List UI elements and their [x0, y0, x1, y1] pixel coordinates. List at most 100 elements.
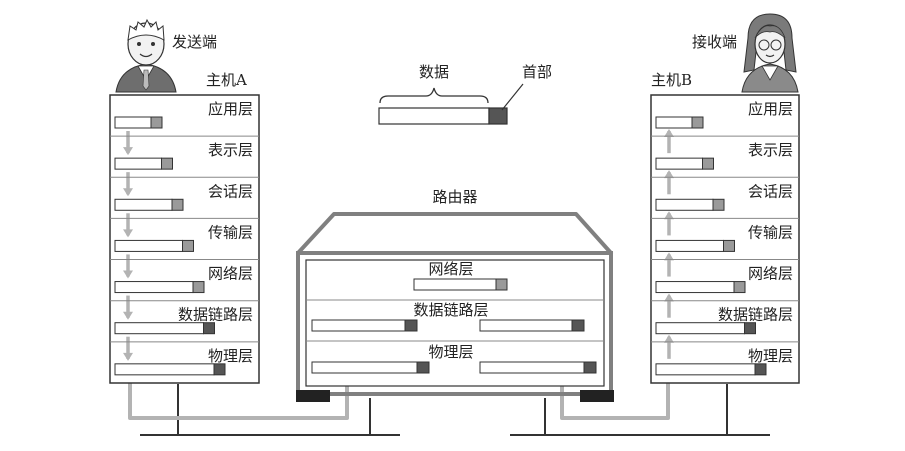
host-a-layer-presentation: 表示层: [208, 141, 253, 159]
host-b-layer-transport: 传输层: [748, 223, 793, 241]
arrowhead-icon: [664, 211, 674, 220]
host-b-packet-bar: [655, 281, 735, 294]
router-port-left: [296, 390, 330, 402]
arrowhead-icon: [664, 170, 674, 179]
host-a-layer-physical: 物理层: [208, 347, 253, 365]
router-physical-header-right: [583, 361, 597, 374]
router-physical-bar-right: [479, 361, 585, 374]
host-a-packet-header: [150, 116, 163, 129]
host-a-stack: [109, 94, 260, 384]
host-b-packet-header: [702, 157, 714, 170]
host-a-packet-bar: [114, 363, 215, 376]
host-a-packet-header: [161, 157, 173, 170]
router-body: [296, 251, 613, 396]
host-b-packet-header: [712, 198, 725, 211]
host-a-packet-header: [203, 322, 215, 335]
host-a-packet-header: [182, 239, 194, 252]
host-a-packet-bar: [114, 157, 162, 170]
router-layer-network: 网络层: [428, 260, 473, 278]
arrowhead-icon: [123, 311, 133, 320]
flow-a-to-router: [128, 375, 349, 420]
host-b-packet-bar: [655, 363, 756, 376]
arrowhead-icon: [123, 270, 133, 279]
router-datalink-bar-left: [311, 319, 406, 332]
legend-data-bar: [378, 107, 490, 125]
receiver-label: 接收端: [692, 33, 737, 51]
header-pointer: [501, 83, 524, 111]
host-a-packet-header: [171, 198, 184, 211]
host-b-layer-session: 会话层: [748, 182, 793, 200]
receiver-glasses: [770, 39, 782, 51]
host-b-packet-bar: [655, 198, 714, 211]
host-b-layer-presentation: 表示层: [748, 141, 793, 159]
host-a-layer-application: 应用层: [208, 100, 253, 118]
host-b-packet-header: [733, 281, 746, 294]
host-b-layer-network: 网络层: [748, 265, 793, 283]
router-datalink-bar-right: [479, 319, 573, 332]
sender-mouth: [139, 53, 153, 58]
data-brace: [379, 87, 489, 104]
host-a-label: 主机A: [206, 71, 247, 89]
router-physical-header-left: [416, 361, 430, 374]
host-a-packet-header: [192, 281, 205, 294]
host-b-layer-application: 应用层: [748, 100, 793, 118]
arrowhead-icon: [123, 147, 133, 156]
host-a-layer-network: 网络层: [208, 265, 253, 283]
host-b-packet-bar: [655, 239, 724, 252]
network-lines: [140, 384, 770, 436]
host-a-packet-header: [213, 363, 226, 376]
router-layer-datalink: 数据链路层: [413, 301, 488, 319]
legend-header-label: 首部: [522, 63, 552, 81]
router-title: 路由器: [432, 188, 477, 206]
host-a-packet-bar: [114, 116, 152, 129]
arrowhead-icon: [123, 352, 133, 361]
host-b-label: 主机B: [651, 71, 692, 89]
receiver-collar: [761, 65, 779, 81]
host-b-packet-header: [754, 363, 767, 376]
router-layer-physical: 物理层: [428, 343, 473, 361]
sender-eye: [151, 42, 155, 46]
arrowhead-icon: [664, 129, 674, 137]
legend: [378, 83, 524, 125]
host-a-packet-bar: [114, 322, 204, 335]
arrowhead-icon: [123, 188, 133, 197]
host-a-layer-transport: 传输层: [208, 223, 253, 241]
receiver-head: [754, 24, 786, 64]
host-a-packet-bar: [114, 281, 194, 294]
receiver-person-icon: [741, 13, 799, 93]
sender-label: 发送端: [172, 33, 217, 51]
receiver-mouth: [765, 54, 775, 58]
host-b-stack: [650, 94, 800, 384]
router-roof: [296, 212, 613, 255]
router-port-right: [580, 390, 614, 402]
sender-person-icon: [115, 18, 177, 93]
receiver-glasses: [758, 39, 770, 51]
host-b-packet-bar: [655, 322, 745, 335]
host-b-layer-physical: 物理层: [748, 347, 793, 365]
host-b-packet-header: [723, 239, 735, 252]
router-physical-bar-left: [311, 361, 418, 374]
sender-hair: [127, 18, 165, 41]
host-b-packet-bar: [655, 116, 693, 129]
host-a-layer-session: 会话层: [208, 182, 253, 200]
host-a-packet-bar: [114, 198, 173, 211]
arrowhead-icon: [664, 252, 674, 261]
sender-eye: [137, 42, 141, 46]
legend-header-block: [488, 107, 508, 125]
host-b-packet-bar: [655, 157, 703, 170]
host-b-packet-header: [691, 116, 704, 129]
arrowhead-icon: [123, 229, 133, 238]
receiver-bangs: [754, 25, 786, 39]
host-a-layer-datalink: 数据链路层: [178, 306, 253, 324]
legend-data-label: 数据: [419, 63, 449, 81]
arrowhead-icon: [664, 293, 674, 302]
flow-router-to-b: [560, 375, 670, 420]
host-b-layer-datalink: 数据链路层: [718, 306, 793, 324]
host-a-packet-bar: [114, 239, 183, 252]
sender-tie: [142, 69, 150, 91]
host-b-packet-header: [744, 322, 756, 335]
